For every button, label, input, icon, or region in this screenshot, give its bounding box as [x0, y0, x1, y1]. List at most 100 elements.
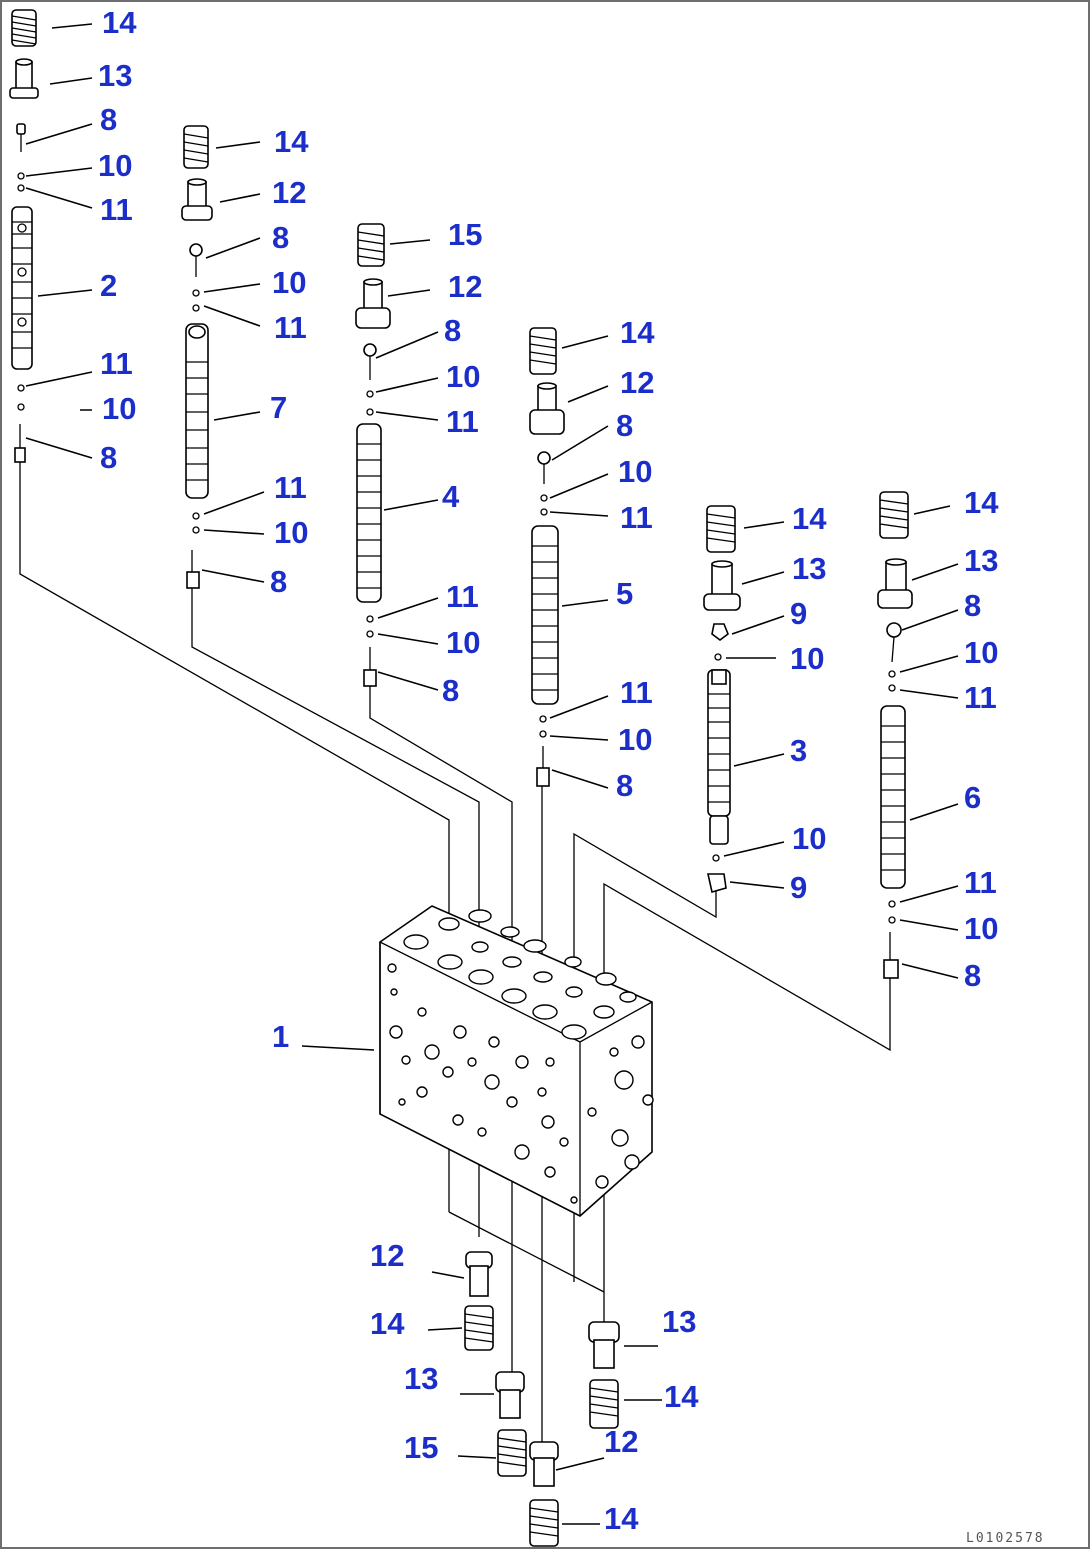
backup-ring-icon [17, 384, 25, 392]
callout-label: 14 [664, 1379, 699, 1414]
o-ring-icon [712, 854, 720, 862]
plug-icon [9, 58, 39, 99]
callout-label: 10 [446, 359, 480, 394]
callout-label: 14 [604, 1501, 639, 1536]
spool-icon [531, 525, 559, 705]
o-ring-icon [540, 494, 548, 502]
callout-label: 11 [446, 579, 479, 614]
spring-icon [497, 1429, 527, 1477]
callout-label: 14 [102, 5, 137, 40]
callout-label: 10 [964, 911, 998, 946]
pin-icon [883, 932, 899, 979]
spool-icon [11, 206, 33, 370]
callout-label: 10 [964, 635, 998, 670]
spring-icon [11, 9, 37, 47]
callout-label: 10 [274, 515, 308, 550]
backup-ring-icon [888, 684, 896, 692]
callout-label: 10 [446, 625, 480, 660]
column-d-parts [529, 327, 565, 787]
pin-icon [363, 343, 377, 380]
callout-label: 11 [964, 680, 997, 715]
callout-label: 2 [100, 268, 117, 303]
plug-icon [877, 558, 913, 609]
callout-label: 15 [404, 1430, 438, 1465]
plug-icon [588, 1321, 620, 1369]
backup-ring-icon [366, 408, 374, 416]
spring-icon [357, 223, 385, 267]
pin-icon [711, 623, 729, 641]
valve-body-icon [379, 905, 654, 1217]
callout-label: 8 [964, 958, 981, 993]
callout-label: 10 [102, 391, 136, 426]
pin-icon [16, 123, 26, 152]
o-ring-icon [17, 403, 25, 411]
callout-label: 11 [100, 192, 133, 227]
o-ring-icon [539, 730, 547, 738]
spring-icon [589, 1379, 619, 1429]
backup-ring-icon [888, 900, 896, 908]
callout-label: 10 [98, 148, 132, 183]
callout-label: 11 [446, 404, 479, 439]
leader-lines [25, 23, 959, 1525]
callout-label: 12 [448, 269, 482, 304]
callout-label: 10 [790, 641, 824, 676]
callout-label: 8 [964, 588, 981, 623]
callout-label: 3 [790, 733, 807, 768]
backup-ring-icon [192, 304, 200, 312]
callout-label: 13 [662, 1304, 696, 1339]
column-e-parts [703, 505, 741, 894]
drawing-reference-code: L0102578 [966, 1531, 1045, 1546]
pin-icon [186, 550, 200, 589]
plug-icon [703, 560, 741, 611]
column-f-parts [877, 491, 913, 979]
callout-label: 4 [442, 479, 460, 514]
spring-icon [464, 1305, 494, 1351]
callout-label: 13 [964, 543, 998, 578]
callout-label: 10 [792, 821, 826, 856]
backup-ring-icon [539, 715, 547, 723]
callout-label: 14 [792, 501, 827, 536]
callout-label: 13 [404, 1361, 438, 1396]
plug-icon [355, 278, 391, 329]
backup-ring-icon [366, 615, 374, 623]
o-ring-icon [888, 670, 896, 678]
plug-icon [181, 178, 213, 221]
spring-icon [879, 491, 909, 539]
pin-icon [536, 746, 550, 787]
spool-icon [880, 705, 906, 889]
callout-label: 9 [790, 870, 807, 905]
callout-label: 14 [370, 1306, 405, 1341]
backup-ring-icon [540, 508, 548, 516]
side-face-ports [387, 963, 654, 1204]
o-ring-icon [192, 289, 200, 297]
callout-label: 14 [274, 124, 309, 159]
plug-icon [465, 1251, 493, 1297]
pin-icon [707, 873, 727, 894]
callout-labels: 14 13 8 10 11 2 11 10 8 14 12 8 10 11 7 … [98, 5, 999, 1536]
callout-label: 1 [272, 1019, 289, 1054]
callout-label: 8 [616, 408, 633, 443]
callout-label: 11 [100, 346, 133, 381]
callout-label: 12 [620, 365, 654, 400]
callout-label: 12 [370, 1238, 404, 1273]
column-c-parts [355, 223, 391, 687]
callout-label: 11 [620, 675, 653, 710]
callout-label: 5 [616, 576, 633, 611]
spool-icon [356, 423, 382, 603]
bottom-parts [464, 1251, 620, 1547]
port-holes [403, 909, 637, 1040]
pin-icon [189, 243, 203, 277]
callout-label: 7 [270, 390, 287, 425]
o-ring-icon [366, 630, 374, 638]
callout-label: 6 [964, 780, 981, 815]
spool-icon [707, 669, 731, 845]
callout-label: 12 [272, 175, 306, 210]
o-ring-icon [17, 172, 25, 180]
pin-icon [886, 622, 902, 663]
o-ring-icon [888, 916, 896, 924]
spring-icon [529, 1499, 559, 1547]
column-a-parts [9, 9, 39, 463]
callout-label: 8 [444, 313, 461, 348]
